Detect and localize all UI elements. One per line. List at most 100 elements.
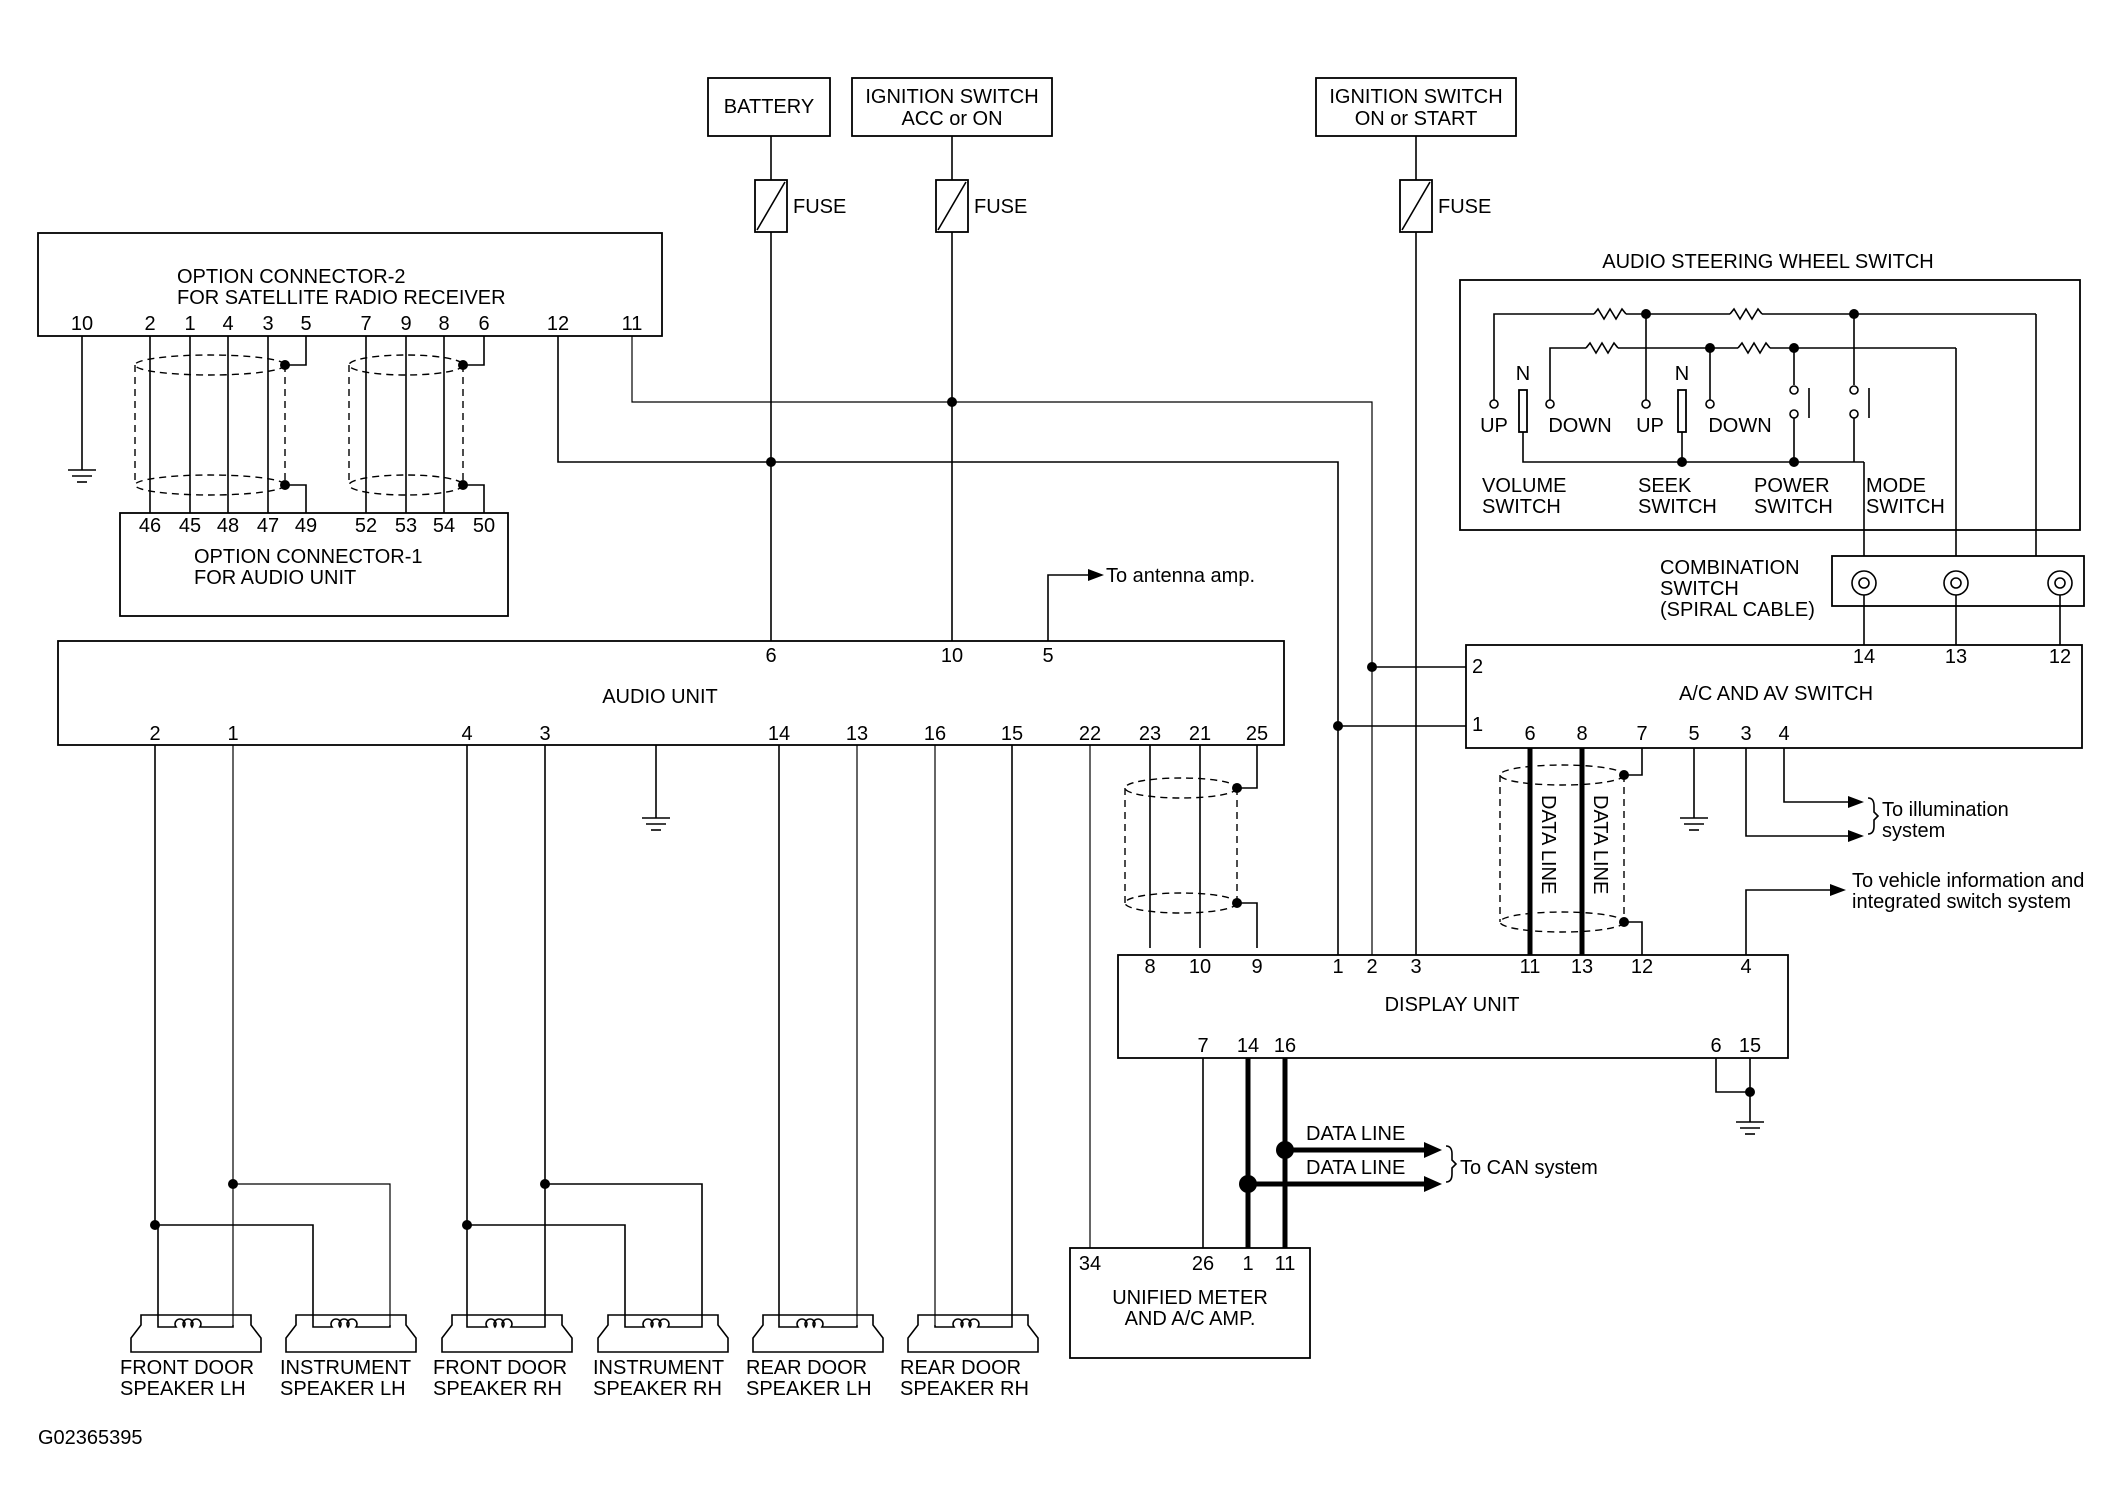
combination-switch-line2: SWITCH	[1660, 578, 1739, 600]
display-top-pin: 10	[1189, 956, 1211, 978]
audio-bottom-pin: 3	[539, 723, 550, 745]
seek-switch-line1: SEEK	[1638, 475, 1692, 497]
speaker-label-line2: SPEAKER LH	[280, 1378, 406, 1400]
speaker-label-line1: REAR DOOR	[900, 1357, 1021, 1379]
ac-av-switch: A/C AND AV SWITCH 14 13 12 2 1 6 8 7 5 3…	[1465, 644, 2083, 749]
neutral-label: N	[1675, 363, 1689, 385]
ignition-on-source: IGNITION SWITCH ON or START	[1315, 77, 1517, 137]
combination-switch-line1: COMBINATION	[1660, 557, 1800, 579]
acav-top-pin: 13	[1945, 646, 1967, 668]
oc2-pin: 6	[478, 313, 489, 335]
option-connector-1-line2: FOR AUDIO UNIT	[194, 567, 356, 589]
meter-label-line2: AND A/C AMP.	[1125, 1308, 1256, 1330]
display-top-pin: 12	[1631, 956, 1653, 978]
display-top-pin: 3	[1410, 956, 1421, 978]
audio-bottom-pin: 16	[924, 723, 946, 745]
audio-bottom-pin: 2	[149, 723, 160, 745]
speaker-instrument-rh: INSTRUMENT SPEAKER RH	[593, 1314, 729, 1400]
power-switch-line2: SWITCH	[1754, 496, 1833, 518]
speaker-label-line2: SPEAKER RH	[433, 1378, 562, 1400]
audio-bottom-pin: 23	[1139, 723, 1161, 745]
audio-top-pin: 10	[941, 645, 963, 667]
can-system-label: To CAN system	[1460, 1157, 1598, 1179]
acav-bottom-pin: 4	[1778, 723, 1789, 745]
audio-unit: AUDIO UNIT 6 10 5 2 1 4 3 14 13 16 15 22…	[57, 640, 1285, 746]
display-bottom-pin: 6	[1710, 1035, 1721, 1057]
oc2-pin: 1	[184, 313, 195, 335]
acav-side-pin: 2	[1472, 656, 1483, 678]
switch-dir-label: UP	[1636, 415, 1664, 437]
switch-dir-label: DOWN	[1708, 415, 1771, 437]
audio-bottom-pin: 22	[1079, 723, 1101, 745]
display-bottom-pin: 16	[1274, 1035, 1296, 1057]
data-line-label: DATA LINE	[1589, 795, 1611, 894]
speaker-label-line1: INSTRUMENT	[593, 1357, 724, 1379]
acav-bottom-pin: 6	[1524, 723, 1535, 745]
display-top-pin: 8	[1144, 956, 1155, 978]
display-ground	[1715, 1058, 1764, 1135]
oc1-pin: 47	[257, 515, 279, 537]
audio-bottom-pin: 4	[461, 723, 472, 745]
acav-top-pin: 14	[1853, 646, 1875, 668]
oc2-pin: 4	[222, 313, 233, 335]
power-switch-line1: POWER	[1754, 475, 1830, 497]
unified-meter: 34 26 1 11 UNIFIED METER AND A/C AMP.	[1069, 1247, 1311, 1359]
audio-display-wiring	[1089, 745, 1258, 1248]
display-top-pin: 4	[1740, 956, 1751, 978]
acav-bottom-pin: 3	[1740, 723, 1751, 745]
steering-switch-title: AUDIO STEERING WHEEL SWITCH	[1602, 251, 1934, 273]
display-unit-label: DISPLAY UNIT	[1385, 994, 1520, 1016]
switch-dir-label: DOWN	[1548, 415, 1611, 437]
acav-side-pin: 1	[1472, 714, 1483, 736]
audio-bottom-pin: 13	[846, 723, 868, 745]
audio-top-pin: 5	[1042, 645, 1053, 667]
speaker-rear-door-lh: REAR DOOR SPEAKER LH	[746, 1314, 884, 1400]
audio-bottom-pin: 1	[227, 723, 238, 745]
option-connector-1-line1: OPTION CONNECTOR-1	[194, 546, 423, 568]
oc1-pin: 46	[139, 515, 161, 537]
display-bottom-pin: 14	[1237, 1035, 1259, 1057]
ignition-on-line1: IGNITION SWITCH	[1329, 86, 1502, 108]
display-top-pin: 13	[1571, 956, 1593, 978]
oc1-pin: 54	[433, 515, 455, 537]
audio-unit-ground	[642, 745, 670, 831]
neutral-label: N	[1516, 363, 1530, 385]
option-connector-2-line2: FOR SATELLITE RADIO RECEIVER	[177, 287, 506, 309]
display-unit: DISPLAY UNIT 8 10 9 1 2 3 11 13 12 4 7 1…	[1117, 954, 1789, 1059]
switch-dir-label: UP	[1480, 415, 1508, 437]
oc2-pin: 9	[400, 313, 411, 335]
ignition-acc-line2: ACC or ON	[901, 108, 1002, 130]
illumination-line1: To illumination	[1882, 799, 2009, 821]
vehicle-info-line1: To vehicle information and	[1852, 870, 2084, 892]
can-data-line-2: DATA LINE	[1306, 1157, 1405, 1179]
battery-label: BATTERY	[724, 96, 814, 118]
option-connector-2: OPTION CONNECTOR-2 FOR SATELLITE RADIO R…	[37, 232, 663, 337]
speaker-label-line1: REAR DOOR	[746, 1357, 867, 1379]
oc2-pin: 3	[262, 313, 273, 335]
speaker-front-door-rh: FRONT DOOR SPEAKER RH	[433, 1314, 573, 1400]
option-connector-2-line1: OPTION CONNECTOR-2	[177, 266, 406, 288]
volume-switch-line2: SWITCH	[1482, 496, 1561, 518]
fuse-ignition-on: FUSE	[1399, 136, 1491, 233]
oc2-ground	[68, 336, 96, 483]
fuse-ignition-on-label: FUSE	[1438, 196, 1491, 218]
audio-top-pin: 6	[765, 645, 776, 667]
data-line-label: DATA LINE	[1537, 795, 1559, 894]
acav-bottom-pin: 7	[1636, 723, 1647, 745]
oc1-pin: 48	[217, 515, 239, 537]
oc1-pin: 45	[179, 515, 201, 537]
oc1-pin: 49	[295, 515, 317, 537]
audio-bottom-pin: 14	[768, 723, 790, 745]
oc2-pin: 7	[360, 313, 371, 335]
display-top-pin: 2	[1366, 956, 1377, 978]
speaker-wiring	[150, 745, 1013, 1325]
speaker-label-line1: FRONT DOOR	[433, 1357, 567, 1379]
combination-switch: COMBINATION SWITCH (SPIRAL CABLE)	[1660, 555, 2085, 645]
oc2-pin: 11	[622, 313, 643, 335]
fuse-ignition-acc: FUSE	[935, 136, 1027, 233]
meter-label-line1: UNIFIED METER	[1112, 1287, 1268, 1309]
oc1-pin: 50	[473, 515, 495, 537]
display-top-pin: 1	[1332, 956, 1343, 978]
meter-pin: 26	[1192, 1253, 1214, 1275]
option-connector-wires	[134, 336, 485, 513]
